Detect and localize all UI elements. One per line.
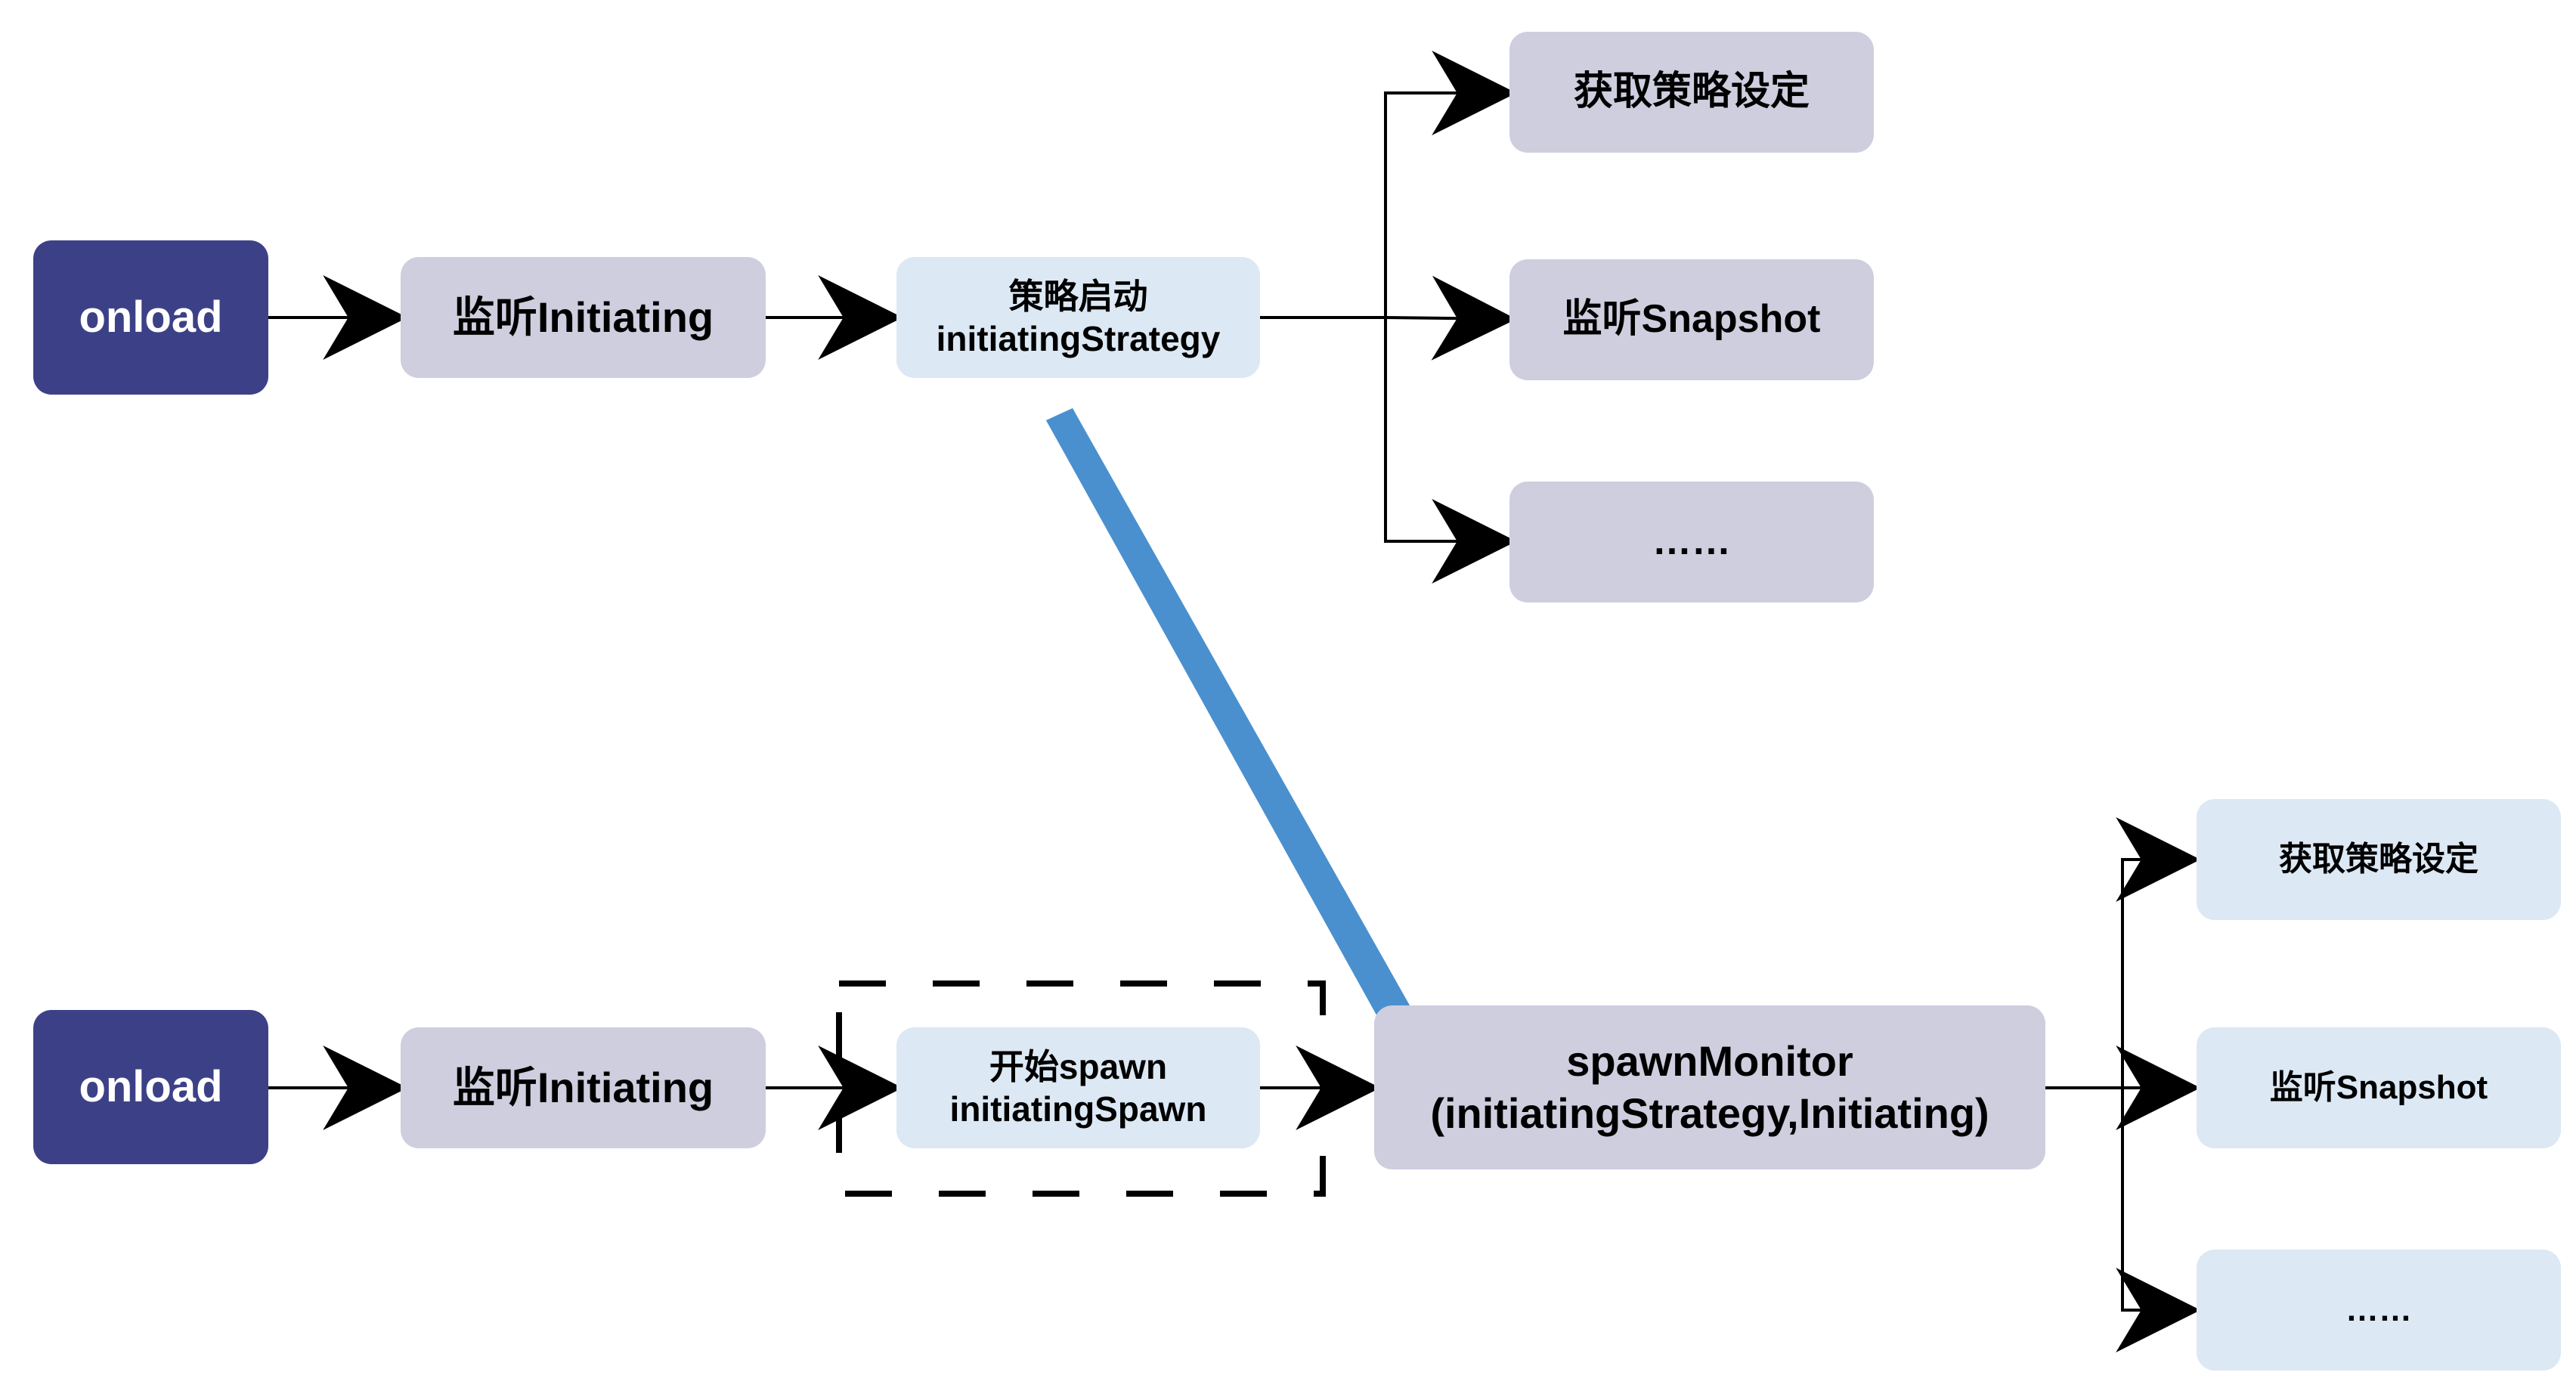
spawn-monitor-title: spawnMonitor	[1566, 1037, 1853, 1086]
branch-more-top[interactable]: ……	[1509, 482, 1874, 603]
spawn-start-function: initiatingSpawn	[949, 1089, 1207, 1129]
branch-listen-snapshot-top[interactable]: 监听Snapshot	[1509, 259, 1874, 380]
branch-label: 监听Snapshot	[2269, 1069, 2488, 1107]
branch-to-more-top	[1384, 318, 1517, 584]
spawn-monitor-args: (initiatingStrategy,Initiating)	[1430, 1089, 1989, 1137]
onload-label: onload	[79, 292, 223, 342]
branch-label: ……	[2345, 1291, 2412, 1329]
branch-label: 获取策略设定	[2279, 841, 2478, 878]
onload-node-top[interactable]: onload	[33, 240, 268, 395]
branch-label: 监听Snapshot	[1562, 297, 1821, 342]
branch-more-bottom[interactable]: ……	[2197, 1250, 2561, 1371]
listen-initiating-node-bottom[interactable]: 监听Initiating	[401, 1027, 766, 1148]
strategy-start-node[interactable]: 策略启动 initiatingStrategy	[896, 257, 1260, 378]
branch-to-more-bottom	[2116, 1088, 2201, 1352]
listen-initiating-label: 监听Initiating	[452, 293, 714, 341]
branch-to-strategy-settings-top	[1384, 51, 1517, 318]
strategy-start-title: 策略启动	[1008, 276, 1148, 316]
spawn-start-node[interactable]: 开始spawn initiatingSpawn	[896, 1027, 1260, 1148]
onload-label: onload	[79, 1061, 223, 1111]
branch-listen-snapshot-bottom[interactable]: 监听Snapshot	[2197, 1027, 2561, 1148]
listen-initiating-node-top[interactable]: 监听Initiating	[401, 257, 766, 378]
branch-strategy-settings-top[interactable]: 获取策略设定	[1509, 32, 1874, 153]
onload-node-bottom[interactable]: onload	[33, 1010, 268, 1164]
spawn-monitor-node[interactable]: spawnMonitor (initiatingStrategy,Initiat…	[1374, 1005, 2045, 1169]
branch-to-strategy-settings-bottom	[2116, 817, 2201, 1088]
branch-label: ……	[1652, 519, 1731, 564]
branch-label: 获取策略设定	[1573, 70, 1810, 114]
dashed-highlight-frame	[836, 980, 1326, 1197]
strategy-start-function: initiatingStrategy	[936, 319, 1221, 358]
spawn-start-title: 开始spawn	[989, 1046, 1168, 1086]
listen-initiating-label: 监听Initiating	[452, 1063, 714, 1111]
branch-strategy-settings-bottom[interactable]: 获取策略设定	[2197, 799, 2561, 920]
